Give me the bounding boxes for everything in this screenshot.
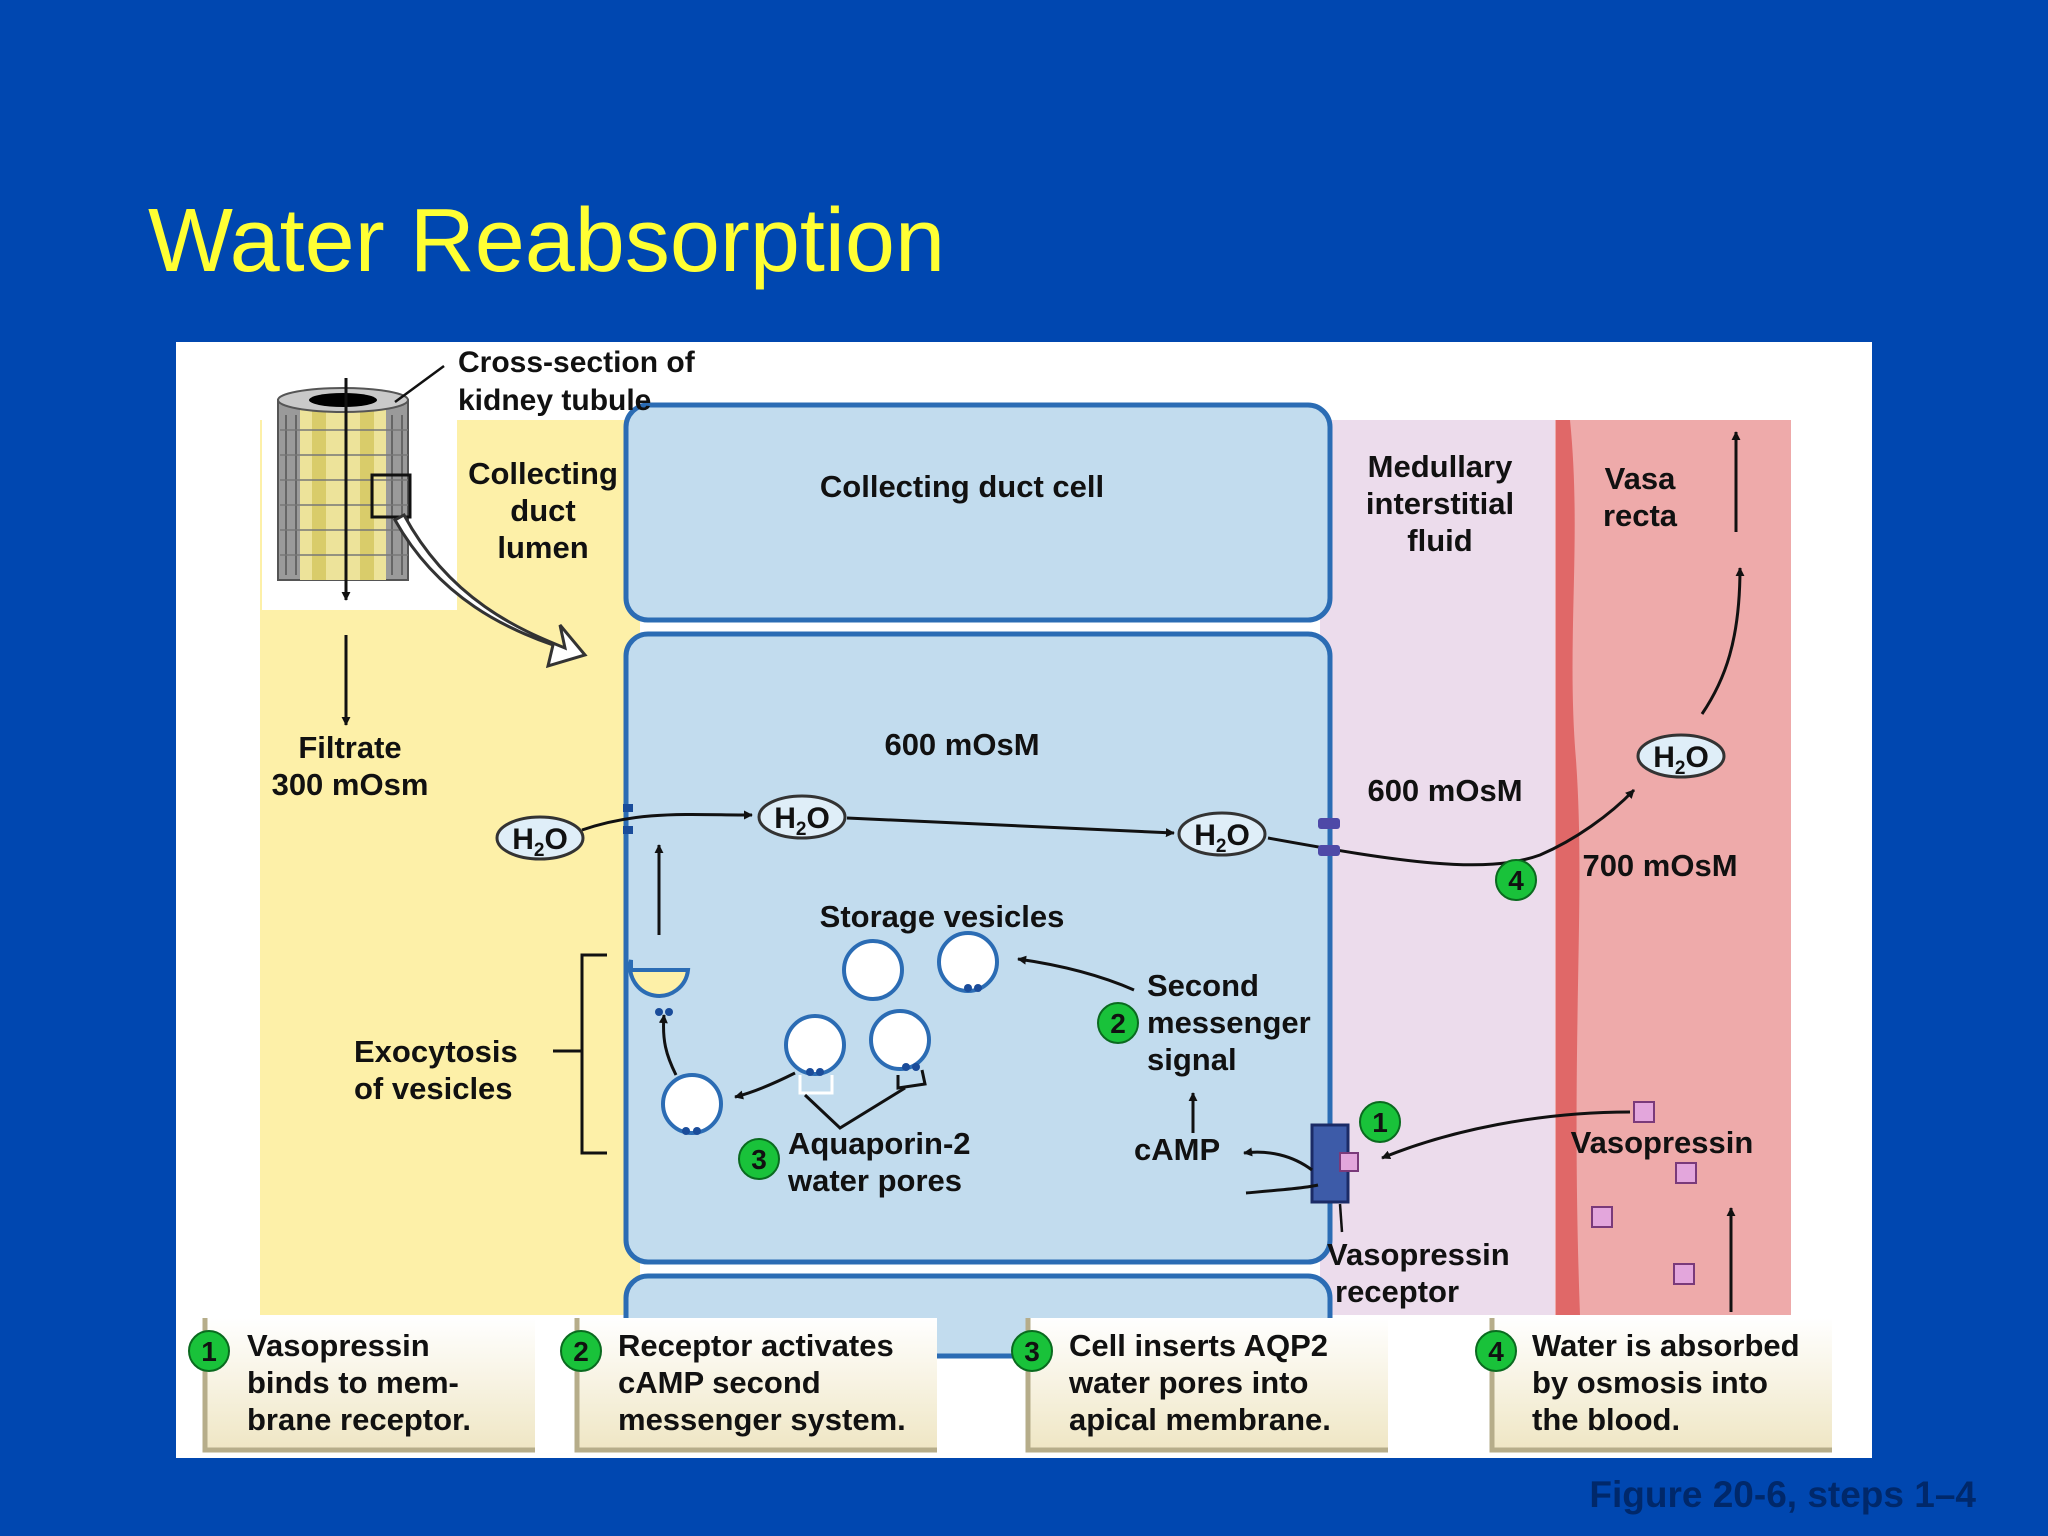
svg-text:cAMP second: cAMP second <box>618 1365 821 1400</box>
vasopressin-molecule <box>1591 1206 1613 1228</box>
svg-text:1: 1 <box>201 1336 217 1367</box>
filtrate-label-line2: 300 mOsm <box>272 767 429 802</box>
filtrate-label-line1: Filtrate <box>298 730 401 765</box>
svg-text:H2O: H2O <box>512 823 568 861</box>
second-messenger-label-line2: messenger <box>1147 1005 1311 1040</box>
bound-vasopressin <box>1339 1152 1359 1172</box>
svg-text:the blood.: the blood. <box>1532 1402 1680 1437</box>
vasopressin-molecule <box>1633 1101 1655 1123</box>
step-marker-1: 1 <box>1359 1101 1401 1143</box>
vesicle-to-membrane-arrow <box>734 1071 796 1100</box>
svg-text:water pores into: water pores into <box>1068 1365 1308 1400</box>
basolateral-water-channel-lower <box>1318 845 1340 856</box>
h2o-cell-apical-oval: H2O <box>757 794 847 840</box>
apical-aquaporin-pore-lower <box>623 826 633 834</box>
exocytosis-arrow-fusion <box>658 1014 678 1076</box>
water-arrow-into-vasa-recta <box>1700 567 1745 715</box>
signal-to-vesicles-arrow <box>1017 955 1135 992</box>
interstitial-osmolarity-label: 600 mOsM <box>1367 773 1522 808</box>
vasopressin-label: Vasopressin <box>1571 1125 1754 1160</box>
aquaporin-bracket-right <box>896 1069 927 1090</box>
figure-caption: Figure 20-6, steps 1–4 <box>1589 1474 1976 1515</box>
svg-text:4: 4 <box>1488 1336 1504 1367</box>
aquaporin-pointer <box>803 1086 906 1130</box>
apical-aquaporin-pore <box>623 804 633 812</box>
vasa-recta-wall <box>1556 420 1580 1315</box>
cross-section-label-line2: kidney tubule <box>458 384 651 417</box>
vasa-recta-region <box>1555 420 1791 1315</box>
step-box-3: 3 Cell inserts AQP2 water pores into api… <box>1011 1318 1388 1453</box>
h2o-cell-basal-oval: H2O <box>1177 811 1267 857</box>
svg-text:Cell inserts AQP2: Cell inserts AQP2 <box>1069 1328 1328 1363</box>
lumen-label-line1: Collecting <box>468 456 618 491</box>
aquaporin-label-line2: water pores <box>787 1163 962 1198</box>
step-marker-4: 4 <box>1495 859 1537 901</box>
cell-label: Collecting duct cell <box>820 469 1104 504</box>
svg-text:apical membrane.: apical membrane. <box>1069 1402 1331 1437</box>
exocytosis-label-line1: Exocytosis <box>354 1034 518 1069</box>
vasopressin-molecule <box>1673 1263 1695 1285</box>
svg-text:H2O: H2O <box>774 802 830 840</box>
blood-osmolarity-label: 700 mOsM <box>1582 848 1737 883</box>
svg-text:Vasopressin: Vasopressin <box>247 1328 430 1363</box>
cell-osmolarity-label: 600 mOsM <box>884 727 1039 762</box>
receptor-loop-arrow <box>1245 1183 1319 1195</box>
svg-text:3: 3 <box>751 1144 767 1175</box>
storage-vesicles-label: Storage vesicles <box>820 899 1065 934</box>
svg-text:H2O: H2O <box>1653 741 1709 779</box>
receptor-to-camp-arrow <box>1243 1147 1313 1172</box>
svg-text:4: 4 <box>1508 865 1524 896</box>
svg-text:Receptor activates: Receptor activates <box>618 1328 894 1363</box>
aquaporin-label-line1: Aquaporin-2 <box>788 1126 971 1161</box>
storage-vesicles <box>628 931 999 1135</box>
exocytosis-bracket <box>553 953 607 1155</box>
svg-text:2: 2 <box>573 1336 589 1367</box>
svg-text:binds to mem-: binds to mem- <box>247 1365 459 1400</box>
vasa-recta-label-line1: Vasa <box>1605 461 1676 496</box>
second-messenger-label-line3: signal <box>1147 1042 1237 1077</box>
medullary-label-line1: Medullary <box>1368 449 1513 484</box>
vasopressin-binding-arrow <box>1381 1110 1631 1160</box>
vasa-recta-label-line2: recta <box>1603 498 1678 533</box>
step-box-2: 2 Receptor activates cAMP second messeng… <box>560 1318 937 1453</box>
h2o-lumen-oval: H2O <box>495 815 585 861</box>
camp-label: cAMP <box>1134 1132 1220 1167</box>
collecting-duct-cell-top <box>623 402 1333 623</box>
vasopressin-receptor-label-line1: Vasopressin <box>1327 1237 1510 1272</box>
step-box-4: 4 Water is absorbed by osmosis into the … <box>1475 1318 1832 1453</box>
svg-text:H2O: H2O <box>1194 819 1250 857</box>
exocytosis-label-line2: of vesicles <box>354 1071 513 1106</box>
water-arrow-lumen-to-cell <box>581 810 753 832</box>
h2o-blood-oval: H2O <box>1636 733 1726 779</box>
receptor-label-leader <box>1338 1203 1344 1233</box>
tubule-cross-section-icon <box>262 364 588 669</box>
svg-text:3: 3 <box>1024 1336 1040 1367</box>
step-box-1: 1 Vasopressin binds to mem- brane recept… <box>188 1318 535 1453</box>
vasopressin-receptor-label-line2: receptor <box>1335 1274 1459 1309</box>
lumen-label-line2: duct <box>510 493 575 528</box>
cross-section-label-line1: Cross-section of <box>458 346 696 379</box>
basolateral-water-channel <box>1318 818 1340 829</box>
svg-text:brane receptor.: brane receptor. <box>247 1402 471 1437</box>
svg-text:messenger system.: messenger system. <box>618 1402 906 1437</box>
step-marker-2: 2 <box>1097 1002 1139 1044</box>
svg-text:2: 2 <box>1110 1008 1126 1039</box>
vasopressin-molecule <box>1675 1162 1697 1184</box>
medullary-label-line3: fluid <box>1407 523 1472 558</box>
svg-text:1: 1 <box>1372 1107 1388 1138</box>
svg-text:by osmosis into: by osmosis into <box>1532 1365 1768 1400</box>
water-arrow-across-cell <box>846 816 1175 838</box>
zoom-callout-arrow <box>392 512 588 669</box>
medullary-label-line2: interstitial <box>1366 486 1514 521</box>
second-messenger-label-line1: Second <box>1147 968 1259 1003</box>
lumen-label-line3: lumen <box>497 530 588 565</box>
step-marker-3: 3 <box>738 1138 780 1180</box>
slide-title: Water Reabsorption <box>148 191 946 291</box>
svg-text:Water is absorbed: Water is absorbed <box>1532 1328 1800 1363</box>
aquaporin-bracket-left <box>798 1075 834 1095</box>
